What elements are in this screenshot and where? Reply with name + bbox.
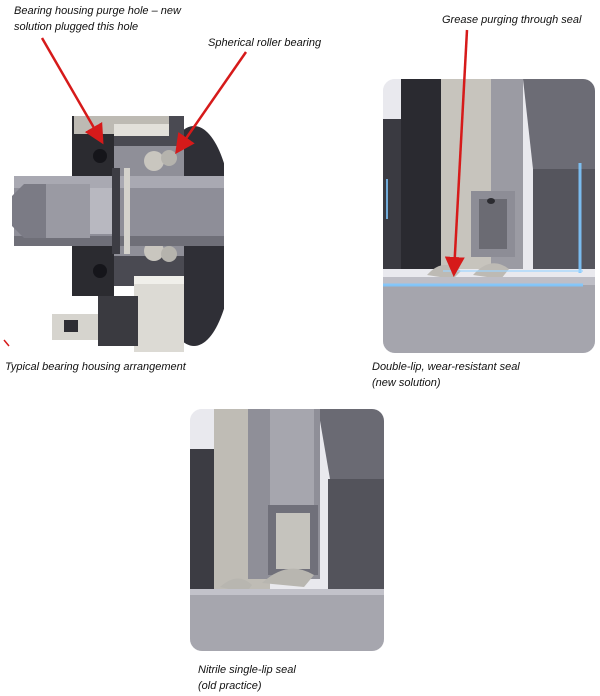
purge-hole-arrow [40, 37, 104, 145]
purge-hole-label-line2: solution plugged this hole [14, 21, 139, 33]
double-lip-caption-line1: Double-lip, wear-resistant seal [372, 361, 520, 373]
nitrile-caption-line2: (old practice) [198, 680, 262, 692]
double-lip-seal-image [383, 79, 595, 353]
bearing-housing-image [4, 76, 224, 358]
grease-purging-arrow [444, 29, 469, 277]
roller-bearing-arrow [175, 51, 248, 155]
stray-arrow-mark [3, 339, 10, 347]
grease-purging-label: Grease purging through seal [442, 14, 582, 26]
nitrile-caption-line1: Nitrile single-lip seal [198, 664, 296, 676]
typical-arrangement-caption: Typical bearing housing arrangement [5, 361, 186, 373]
double-lip-caption-line2: (new solution) [372, 377, 441, 389]
nitrile-seal-image [190, 409, 384, 651]
purge-hole-label-line1: Bearing housing purge hole – new [14, 5, 181, 17]
roller-bearing-label: Spherical roller bearing [208, 37, 322, 49]
